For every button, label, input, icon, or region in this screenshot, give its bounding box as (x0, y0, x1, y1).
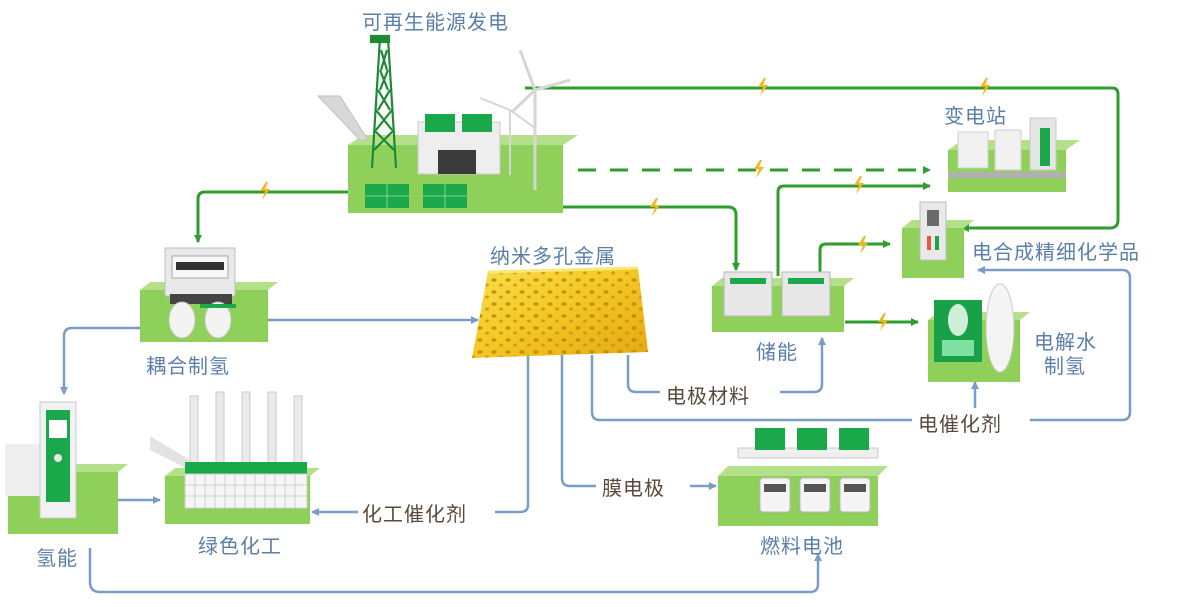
label-fuel-cell: 燃料电池 (760, 534, 844, 558)
solar-panel-icon (462, 114, 492, 132)
lightning-bolt-icon (854, 176, 864, 194)
blue-flows (60, 266, 1132, 594)
label-electrolysis-line2: 制氢 (1044, 354, 1086, 378)
flow-power-to-coupled-h2 (194, 190, 348, 243)
solar-panel-icon (425, 114, 455, 132)
flow-electrode-to-storage (780, 337, 826, 394)
storage-tank-icon (985, 283, 1015, 373)
label-electrolysis-line1: 电解水 (1034, 330, 1097, 354)
label-coupled-h2: 耦合制氢 (146, 354, 230, 378)
flow-hydrogen-to-fuel (88, 548, 822, 594)
flow-storage-to-chemicals (818, 240, 891, 276)
wind-turbine-icon (479, 49, 571, 190)
flow-nano-to-electrocatalyst (590, 355, 912, 422)
crane-icon (316, 95, 369, 141)
label-hydrogen-energy: 氢能 (36, 546, 78, 570)
renewable-power-plant (316, 34, 578, 213)
flow-power-to-storage (562, 205, 740, 271)
hydrogen-station (5, 401, 128, 534)
storage-tank-icon (168, 301, 196, 339)
label-electrode-material: 电极材料 (662, 380, 754, 409)
transmission-tower-icon (369, 34, 398, 169)
lightning-bolts (260, 78, 990, 331)
fuel-cell-station (718, 428, 888, 526)
label-membrane-electrode: 膜电极 (598, 472, 669, 501)
label-substation: 变电站 (944, 104, 1007, 128)
fuel-truck-icon (839, 477, 871, 513)
label-renewable-power: 可再生能源发电 (362, 10, 509, 34)
flow-nano-to-chem-catalyst (495, 355, 530, 514)
flow-coupled-to-hydrogen (60, 326, 140, 395)
green-chemical-factory (150, 391, 320, 524)
factory-chimney-icon (189, 391, 303, 469)
lightning-bolt-icon (980, 78, 990, 96)
flow-nano-to-electrode (626, 355, 660, 394)
coupled-h2-unit (140, 247, 278, 342)
lightning-bolt-icon (260, 182, 270, 200)
electro-chemicals-unit (902, 201, 974, 278)
label-nano-metal: 纳米多孔金属 (490, 244, 616, 268)
lightning-bolt-icon (878, 313, 888, 331)
label-electro-chemicals: 电合成精细化学品 (972, 240, 1140, 264)
fuel-truck-icon (799, 477, 831, 513)
substation (948, 117, 1080, 192)
label-storage: 储能 (756, 340, 798, 364)
flow-nano-to-membrane (560, 355, 596, 488)
label-chem-catalyst: 化工催化剂 (358, 498, 471, 527)
lightning-bolt-icon (754, 160, 764, 178)
fuel-truck-icon (759, 477, 791, 513)
flow-storage-to-substation (776, 182, 931, 276)
label-electrocatalyst: 电催化剂 (914, 408, 1006, 437)
nanoporous-metal-block (472, 266, 648, 358)
electrolysis-unit (928, 283, 1030, 382)
flow-electrocatalyst-to-chemicals (977, 266, 1132, 422)
flow-power-to-chemicals (525, 86, 1120, 232)
energy-storage-unit (712, 271, 854, 332)
lightning-bolt-icon (858, 236, 868, 254)
lightning-bolt-icon (650, 198, 660, 216)
green-flows (194, 86, 1120, 326)
label-green-chemical: 绿色化工 (198, 534, 282, 558)
storage-tank-icon (204, 301, 232, 339)
lightning-bolt-icon (758, 78, 768, 96)
